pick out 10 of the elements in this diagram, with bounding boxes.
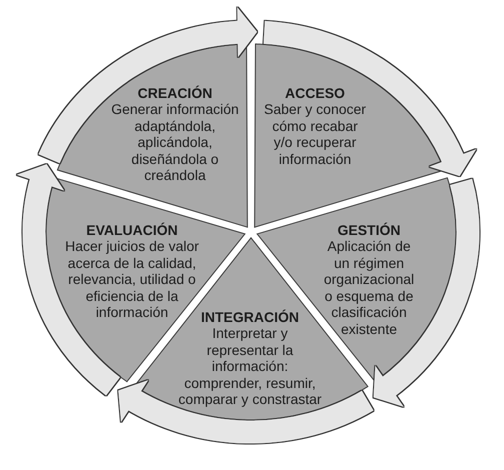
sector-description: Aplicación de un régimen organizacional o esquema de clasificación existente xyxy=(322,238,416,338)
sector-title: CREACIÓN xyxy=(138,84,212,102)
sector-description: Saber y conocer cómo recabar y/o recuperar información xyxy=(263,101,367,168)
sector-title: ACCESO xyxy=(285,84,345,102)
sector-title: EVALUACIÓN xyxy=(86,222,178,238)
sector-title: INTEGRACIÓN xyxy=(201,308,299,326)
sector-description: Interpretar y representar la información: comprender, resumir, comparar y constrastar xyxy=(177,325,323,408)
sector-description: Generar información adaptándola, aplicándola, diseñándola o creándola xyxy=(110,101,240,184)
sector-description: Hacer juicios de valor acerca de la calidad, relevancia, utilidad o eficiencia de la información xyxy=(64,238,200,321)
sector-title: GESTIÓN xyxy=(337,222,400,238)
